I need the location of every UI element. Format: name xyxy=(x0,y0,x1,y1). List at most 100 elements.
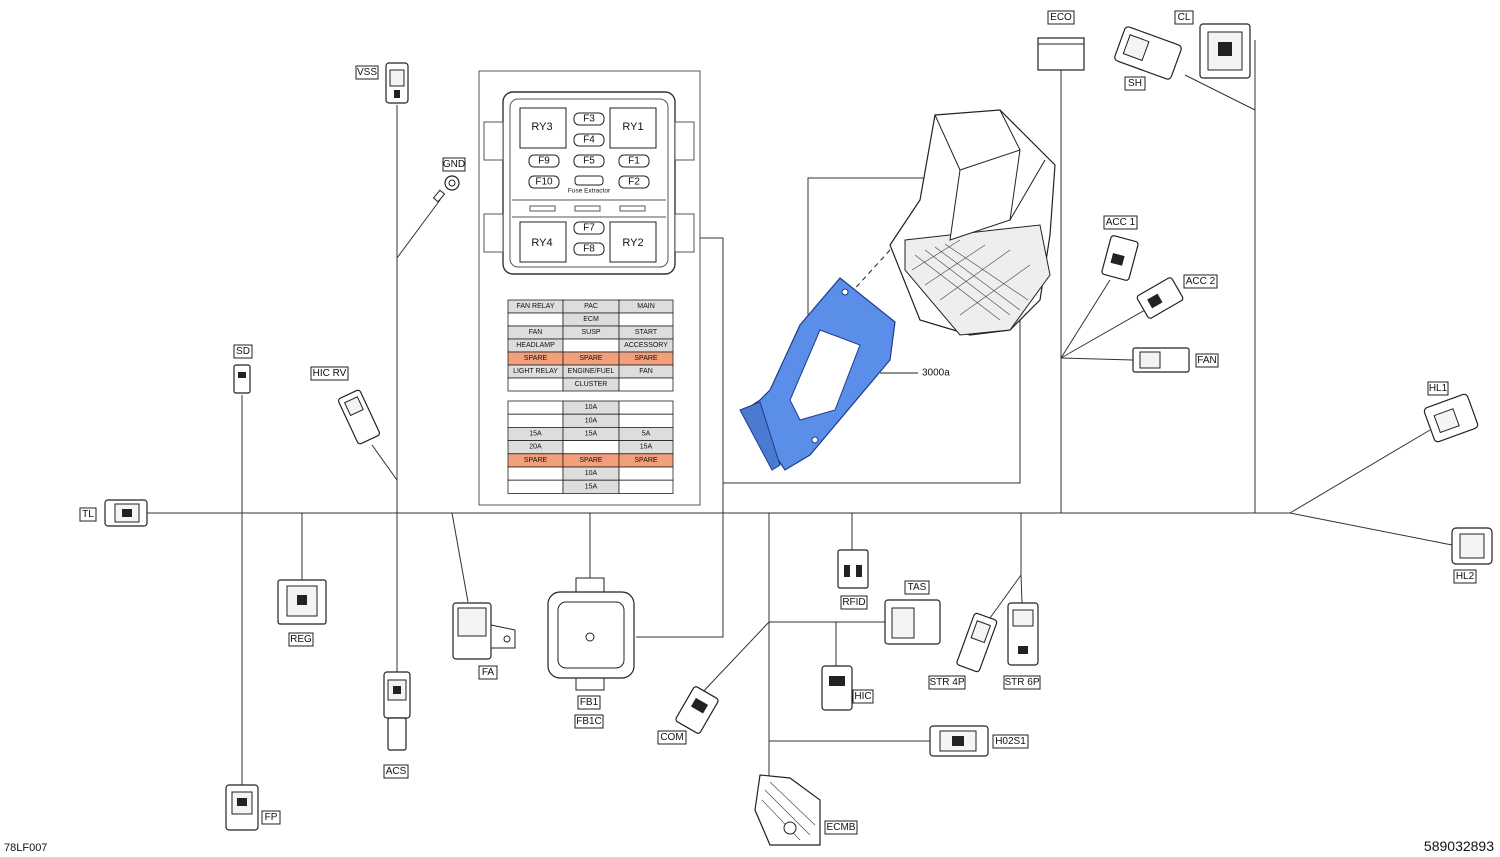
table-cell xyxy=(618,400,674,415)
connector-hic-rv xyxy=(337,389,381,445)
fuse-f3-label: F3 xyxy=(583,114,595,125)
label-fb1c: FB1C xyxy=(574,714,604,729)
table-cell-text: 20A xyxy=(529,444,542,451)
connector-hl1 xyxy=(1423,393,1479,443)
footer-right-code: 589032893 xyxy=(1423,838,1494,854)
label-rfid: RFID xyxy=(840,595,868,610)
connector-hl2 xyxy=(1451,527,1493,565)
table-cell-text: SPARE xyxy=(524,355,548,362)
connector-reg xyxy=(277,579,327,625)
svg-text:CL: CL xyxy=(1178,12,1191,23)
svg-text:RFID: RFID xyxy=(842,597,865,608)
table-cell xyxy=(618,479,674,494)
table-cell-text: 15A xyxy=(640,444,653,451)
relay-ry1-label: RY1 xyxy=(622,121,643,133)
fuse-f7 xyxy=(573,221,605,235)
svg-text:HIC: HIC xyxy=(854,691,871,702)
fuse-f3 xyxy=(573,112,605,126)
label-ecmb: ECMB xyxy=(824,820,858,835)
svg-text:ACC 1: ACC 1 xyxy=(1106,217,1136,228)
connector-cl xyxy=(1199,23,1251,79)
fuse-f5 xyxy=(573,154,605,168)
table-cell-text: 15A xyxy=(585,483,598,490)
svg-text:FA: FA xyxy=(482,667,495,678)
label-fa: FA xyxy=(478,665,498,680)
fuse-f5-label: F5 xyxy=(583,156,595,167)
connector-fa xyxy=(452,602,516,660)
fuse-f9-label: F9 xyxy=(538,156,550,167)
connector-vss xyxy=(385,62,409,104)
footer-left-code: 78LF007 xyxy=(4,842,48,854)
svg-text:FAN: FAN xyxy=(1197,355,1216,366)
table-cell xyxy=(618,377,674,392)
label-fb1: FB1 xyxy=(577,695,601,710)
table-cell xyxy=(562,440,620,455)
table-cell xyxy=(507,466,564,481)
table-cell-text: 10A xyxy=(585,417,598,424)
connector-fan xyxy=(1132,347,1190,373)
connector-h02s1 xyxy=(929,725,989,757)
svg-text:COM: COM xyxy=(660,732,683,743)
table-cell xyxy=(507,479,564,494)
label-acc1: ACC 1 xyxy=(1103,215,1138,230)
fuse-f2-label: F2 xyxy=(628,177,640,188)
label-hic-rv: HIC RV xyxy=(310,366,349,381)
svg-text:TL: TL xyxy=(82,509,94,520)
fuse-f7-label: F7 xyxy=(583,223,595,234)
connector-ecmb xyxy=(754,774,821,846)
fuse-f8-label: F8 xyxy=(583,244,595,255)
table-cell xyxy=(562,338,620,353)
connector-fb1 xyxy=(547,577,635,691)
table-cell xyxy=(507,400,564,415)
table-cell-text: MAIN xyxy=(637,303,655,310)
label-hl1: HL1 xyxy=(1427,381,1449,396)
svg-text:FB1: FB1 xyxy=(580,697,599,708)
fuse-f8 xyxy=(573,242,605,256)
label-com: COM xyxy=(657,730,687,745)
label-h02s1: H02S1 xyxy=(992,734,1029,749)
table-cell-text: ECM xyxy=(583,316,599,323)
connector-str4p xyxy=(956,612,998,673)
relay-ry4-label: RY4 xyxy=(531,237,552,249)
table-cell-text: FAN xyxy=(529,329,543,336)
table-cell-text: SPARE xyxy=(524,457,548,464)
fuse-f1 xyxy=(618,154,650,168)
fuse-f9 xyxy=(528,154,560,168)
connector-gnd xyxy=(432,175,460,203)
connector-rfid xyxy=(837,549,869,589)
connector-sd xyxy=(233,364,251,394)
svg-text:GND: GND xyxy=(443,159,465,170)
fuse-f10 xyxy=(528,175,560,189)
svg-text:ECMB: ECMB xyxy=(827,822,856,833)
connector-tas xyxy=(884,599,941,645)
label-gnd: GND xyxy=(442,157,466,172)
table-cell-text: CLUSTER xyxy=(575,381,608,388)
fuse-f4-label: F4 xyxy=(583,135,595,146)
connector-tl xyxy=(104,499,148,527)
table-cell-text: FAN RELAY xyxy=(517,303,555,310)
svg-text:SD: SD xyxy=(236,346,250,357)
svg-text:STR 6P: STR 6P xyxy=(1004,677,1039,688)
relay-ry3 xyxy=(519,107,567,149)
svg-text:HL2: HL2 xyxy=(1456,571,1475,582)
table-cell-text: SPARE xyxy=(579,355,603,362)
table-cell xyxy=(507,312,564,327)
fuse-f1-label: F1 xyxy=(628,156,640,167)
fuse-box-panel: RY3 RY1 RY4 RY2 F3 F4 F9 F5 F1 F10 F2 F7 xyxy=(478,70,701,506)
svg-text:HL1: HL1 xyxy=(1429,383,1448,394)
connector-sh xyxy=(1114,26,1182,80)
label-vss: VSS xyxy=(355,65,379,80)
svg-text:SH: SH xyxy=(1128,78,1142,89)
bracket-3000a-highlighted: 3000a xyxy=(739,277,950,471)
svg-text:REG: REG xyxy=(290,634,312,645)
table-cell xyxy=(618,413,674,428)
svg-text:STR 4P: STR 4P xyxy=(929,677,964,688)
table-cell xyxy=(618,466,674,481)
label-cl: CL xyxy=(1174,10,1194,25)
relay-ry4 xyxy=(519,221,567,263)
label-hl2: HL2 xyxy=(1453,569,1477,584)
label-str6p: STR 6P xyxy=(1003,675,1041,690)
